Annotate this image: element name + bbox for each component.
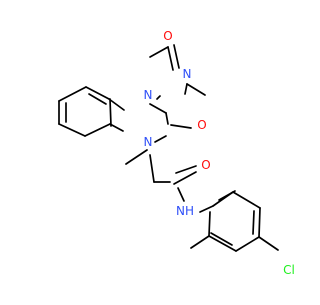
atom-label-o-ring: O bbox=[197, 118, 206, 132]
bond-35 bbox=[208, 235, 237, 252]
bond-4 bbox=[184, 83, 188, 95]
bond-17 bbox=[85, 86, 110, 100]
bond-6 bbox=[149, 103, 167, 114]
bond-23 bbox=[58, 123, 86, 137]
atom-label-layer: N N N O O O NH Cl bbox=[144, 29, 295, 277]
bond-33 bbox=[258, 236, 279, 251]
bond-20 bbox=[58, 86, 87, 102]
bond-24 bbox=[84, 123, 111, 137]
bond-25 bbox=[109, 123, 124, 132]
atom-label-cl: Cl bbox=[283, 263, 295, 277]
molecule-structure: N N N O O O NH Cl bbox=[58, 29, 295, 277]
bond-7 bbox=[156, 95, 161, 100]
bond-layer bbox=[58, 44, 279, 252]
bond-27 bbox=[199, 205, 214, 213]
bond-2 bbox=[167, 46, 174, 71]
bond-8 bbox=[165, 112, 169, 125]
bond-3 bbox=[173, 44, 180, 69]
bond-9 bbox=[170, 124, 192, 129]
bond-31 bbox=[258, 207, 261, 238]
atom-label-n-ring: N bbox=[144, 135, 153, 149]
bond-37 bbox=[208, 211, 211, 237]
atom-label-o-amide: O bbox=[201, 158, 210, 172]
bond-15 bbox=[173, 171, 197, 185]
bond-36 bbox=[210, 232, 233, 246]
bond-19 bbox=[108, 98, 125, 111]
bond-5 bbox=[186, 83, 206, 96]
bond-16 bbox=[177, 187, 185, 202]
bond-38 bbox=[190, 235, 210, 249]
bond-10 bbox=[154, 135, 167, 143]
bond-30 bbox=[232, 191, 261, 209]
bond-32 bbox=[252, 210, 255, 235]
bond-14 bbox=[175, 165, 197, 174]
bond-12 bbox=[149, 154, 155, 183]
bond-18 bbox=[88, 93, 107, 105]
atom-label-o-acetyl: O bbox=[163, 29, 172, 43]
molecule-canvas: N N N O O O NH Cl bbox=[58, 29, 295, 277]
atom-label-n-imine: N bbox=[144, 88, 153, 102]
bond-1 bbox=[149, 46, 169, 58]
atom-label-nh: NH bbox=[176, 204, 194, 218]
bond-11 bbox=[125, 149, 148, 165]
atom-label-n-acetyl: N bbox=[183, 67, 192, 81]
bond-34 bbox=[235, 236, 260, 252]
bond-26 bbox=[109, 98, 112, 127]
